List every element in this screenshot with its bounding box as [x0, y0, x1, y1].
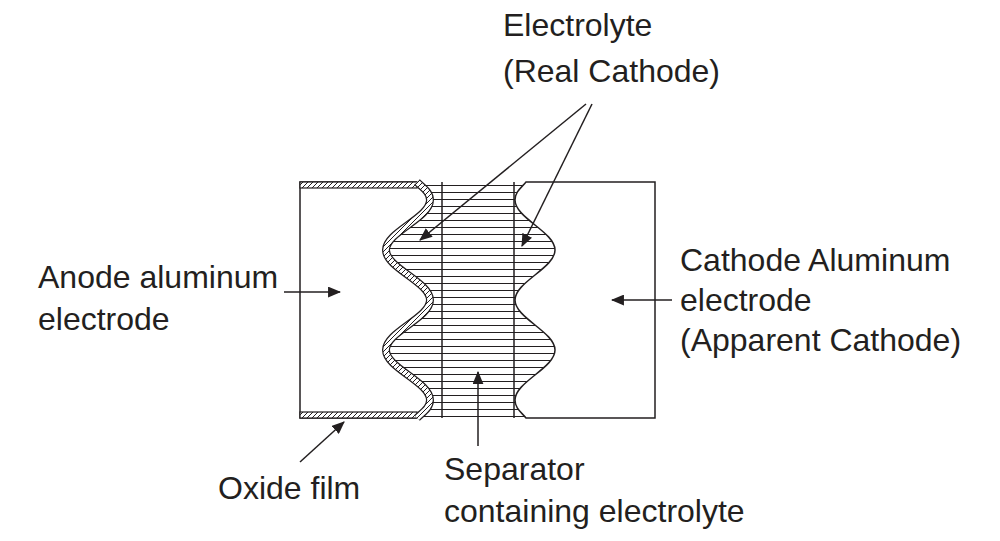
part-label: Electrolyte (Real Cathode): [503, 2, 720, 94]
leader-arrow: [477, 372, 479, 446]
leader-arrow: [300, 422, 344, 462]
oxide-film: [386, 182, 430, 418]
anode-electrode: [300, 182, 430, 418]
oxide-film: [386, 182, 430, 418]
separator-edge: [441, 182, 443, 418]
leader-arrow: [522, 104, 592, 246]
leader-arrow: [420, 104, 586, 240]
oxide-film: [300, 182, 417, 188]
oxide-film: [300, 412, 417, 418]
leader-arrow: [612, 299, 672, 301]
part-label: Oxide film: [218, 468, 360, 508]
part-label: Cathode Aluminum electrode (Apparent Cat…: [680, 240, 961, 360]
part-label: Separator containing electrolyte: [444, 448, 745, 532]
part-label: Anode aluminum electrode: [38, 256, 278, 340]
leader-arrow: [284, 291, 340, 293]
